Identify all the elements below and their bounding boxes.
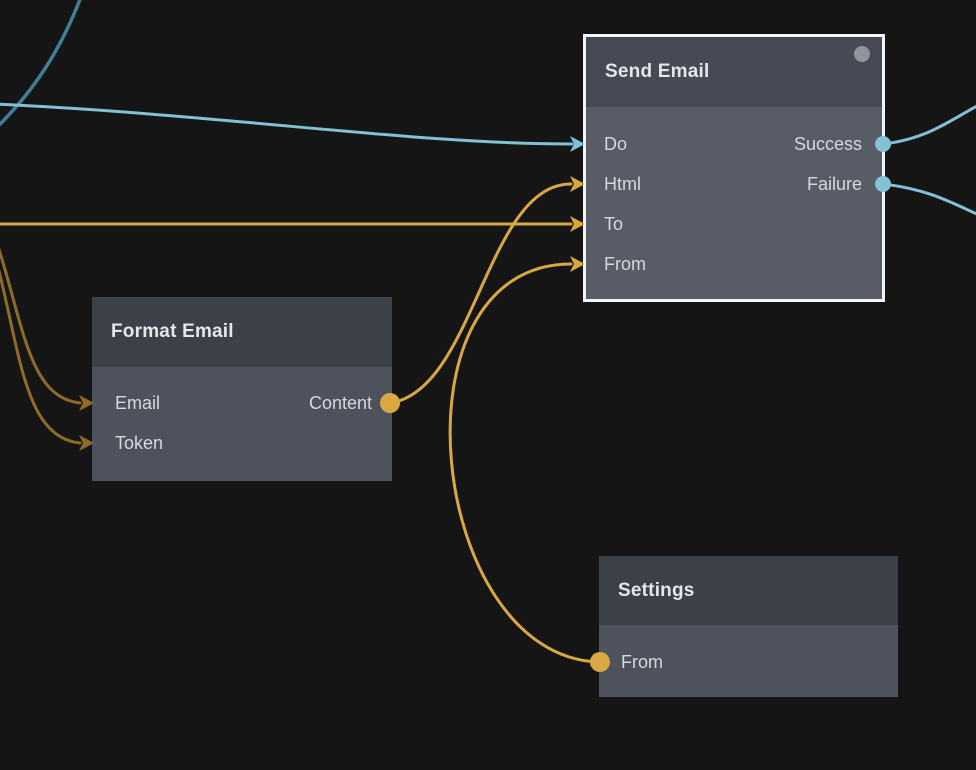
node-send-email-header[interactable]: Send Email <box>586 37 882 107</box>
node-settings-body: From <box>599 625 898 697</box>
node-format-email[interactable]: Format Email Email Token Content <box>92 297 392 481</box>
wire-failure[interactable] <box>881 182 976 216</box>
node-format-email-body: Email Token Content <box>92 367 392 481</box>
output-port-label-success[interactable]: Success <box>793 134 862 154</box>
wire-success[interactable] <box>881 104 976 146</box>
wire-email[interactable] <box>0 240 82 405</box>
node-format-email-header[interactable]: Format Email <box>92 297 392 367</box>
node-title: Settings <box>618 579 695 601</box>
input-port-label-html[interactable]: Html <box>604 174 641 194</box>
input-port-label-from[interactable]: From <box>604 254 646 274</box>
node-send-email[interactable]: Send Email Do Html To From Success Failu… <box>583 34 885 302</box>
node-title: Send Email <box>605 61 710 82</box>
node-settings[interactable]: Settings From <box>599 556 898 697</box>
wire-content-to-html[interactable] <box>388 182 573 405</box>
input-port-label-do[interactable]: Do <box>604 134 628 154</box>
output-port-label-content[interactable]: Content <box>308 393 372 413</box>
input-port-label-token[interactable]: Token <box>115 433 164 453</box>
output-port-label-from[interactable]: From <box>621 652 663 672</box>
wire-offscreen-teal[interactable] <box>0 0 82 132</box>
input-port-label-email[interactable]: Email <box>115 393 161 413</box>
status-dot <box>854 46 870 62</box>
input-port-label-to[interactable]: To <box>604 214 624 234</box>
node-title: Format Email <box>111 321 234 342</box>
node-settings-header[interactable]: Settings <box>599 556 898 625</box>
output-port-label-failure[interactable]: Failure <box>806 174 862 194</box>
wire-token[interactable] <box>0 252 82 445</box>
node-send-email-body: Do Html To From Success Failure <box>586 107 882 299</box>
wire-settings-from-to-from[interactable] <box>448 262 600 664</box>
wire-do[interactable] <box>0 102 574 146</box>
